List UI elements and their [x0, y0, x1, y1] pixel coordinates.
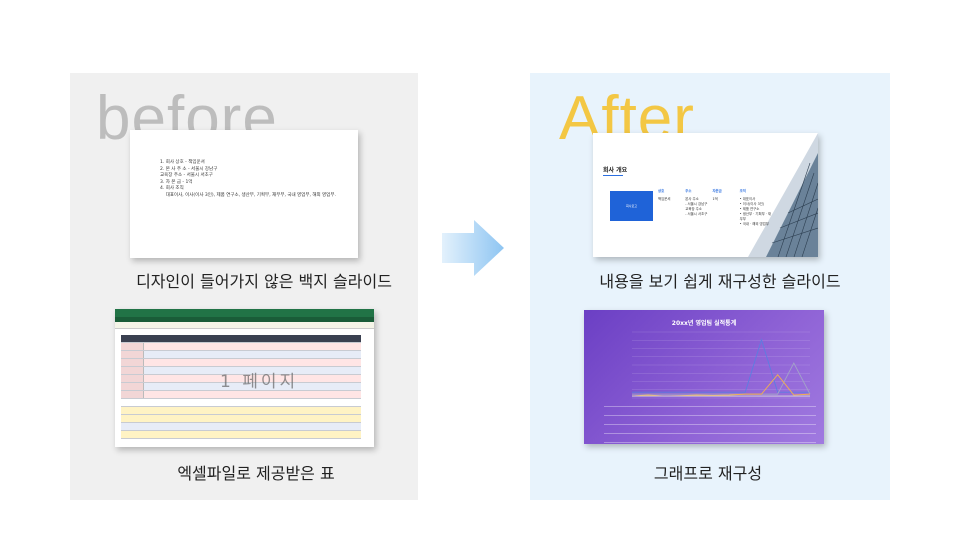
chart-title: 20xx년 영업팀 실적통계 — [671, 320, 737, 327]
excel-ribbon — [115, 317, 374, 322]
arrow-right-icon — [442, 220, 504, 276]
excel-row — [121, 367, 361, 375]
info-column: 주소 본사 주소 - 서울시 강남구 교육장 주소 - 서울시 서초구 — [685, 189, 708, 216]
excel-row — [121, 391, 361, 399]
chart-slide-thumbnail: 20xx년 영업팀 실적통계 — [584, 310, 824, 444]
title-underline — [603, 175, 623, 176]
excel-page-watermark: 1 페이지 — [220, 372, 299, 392]
excel-row — [121, 399, 361, 407]
excel-row — [121, 415, 361, 423]
excel-row — [121, 383, 361, 391]
table-row — [604, 425, 816, 434]
info-columns: 상호 책임운셔 주소 본사 주소 - 서울시 강남구 교육장 주소 - 서울시 … — [658, 188, 773, 228]
blank-slide-caption: 디자인이 들어가지 않은 백지 슬라이드 — [136, 272, 392, 291]
excel-row — [121, 343, 361, 351]
blank-slide-thumbnail: 1. 회사 상호 - 책임운셔 2. 본 사 주 소 - 서울시 강남구 교육장… — [130, 130, 358, 258]
table-row — [604, 434, 816, 443]
excel-row — [121, 351, 361, 359]
table-row — [604, 406, 816, 416]
line-chart — [631, 331, 811, 399]
excel-titlebar — [115, 309, 374, 317]
excel-grid — [121, 335, 361, 439]
chart-data-table — [604, 406, 816, 443]
table-row — [604, 416, 816, 425]
building-image — [748, 133, 818, 257]
chart-series-line-3 — [631, 373, 811, 397]
blank-slide-text: 1. 회사 상호 - 책임운셔 2. 본 사 주 소 - 서울시 강남구 교육장… — [160, 160, 336, 198]
redesigned-slide-caption: 내용을 보기 쉽게 재구성한 슬라이드 — [599, 272, 841, 291]
info-column: 조직 • 대표이사 • 이사(이사 3인) • 제품 연구소 • 생산부 · 기… — [739, 189, 772, 226]
excel-formula-bar — [115, 322, 374, 329]
info-column: 상호 책임운셔 — [658, 189, 671, 201]
excel-caption: 엑셀파일로 제공받은 표 — [177, 464, 335, 483]
redesigned-slide-title: 회사 개요 — [603, 167, 628, 174]
excel-header-row — [121, 335, 361, 343]
chart-caption: 그래프로 재구성 — [653, 464, 763, 483]
redesigned-slide-thumbnail: 회사 개요 회사로고 상호 책임운셔 주소 본사 주소 - 서울시 강남구 교육… — [593, 133, 818, 257]
excel-row — [121, 423, 361, 431]
chart-series-line-2 — [632, 362, 811, 395]
logo-box: 회사로고 — [610, 191, 653, 221]
excel-row — [121, 375, 361, 383]
excel-row — [121, 407, 361, 415]
chart-series-line-1 — [632, 338, 810, 393]
excel-row — [121, 359, 361, 367]
excel-row — [121, 431, 361, 439]
excel-screenshot: 1 페이지 — [115, 309, 374, 447]
info-column: 자본금 1억 — [712, 189, 722, 201]
